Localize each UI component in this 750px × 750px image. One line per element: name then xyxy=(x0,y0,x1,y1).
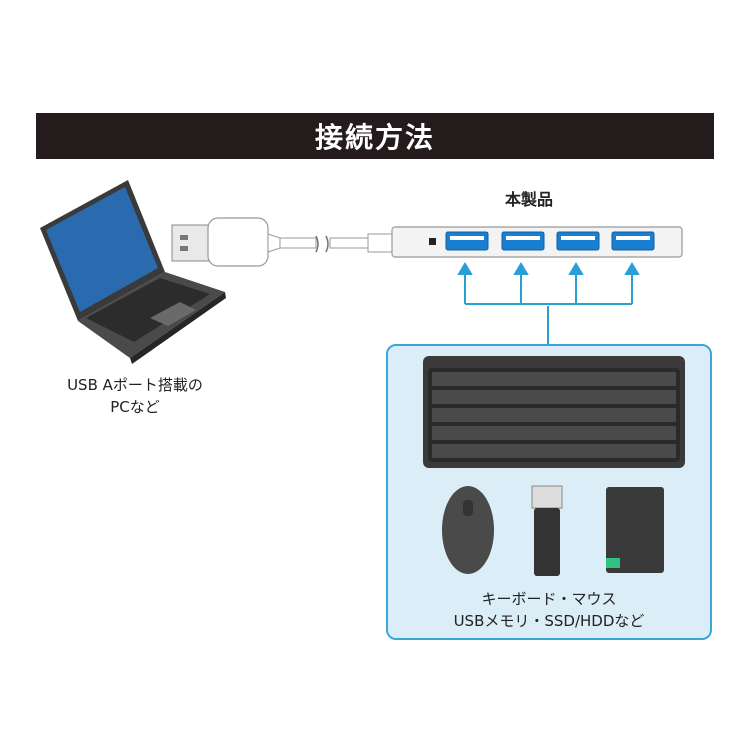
keyboard-icon xyxy=(423,356,685,468)
laptop-icon xyxy=(40,180,226,364)
page-title: 接続方法 xyxy=(314,121,435,154)
pc-label: USB Aポート搭載の PCなど xyxy=(67,376,203,416)
ssd-hdd-icon xyxy=(606,487,664,573)
product-label: 本製品 xyxy=(505,190,554,209)
usb-cable-icon xyxy=(171,217,393,267)
mouse-icon xyxy=(442,486,494,574)
title-bar: 接続方法 xyxy=(36,113,714,159)
devices-caption: キーボード・マウス USBメモリ・SSD/HDDなど xyxy=(453,590,645,630)
usb-memory-icon xyxy=(531,485,563,576)
usb-hub-icon xyxy=(391,226,683,258)
arrows xyxy=(457,262,640,344)
